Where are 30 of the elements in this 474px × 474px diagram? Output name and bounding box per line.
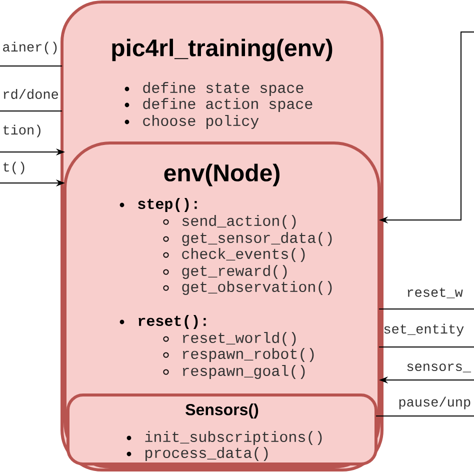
list-item: get_sensor_data(): [163, 232, 332, 246]
box-title: env(Node): [164, 164, 280, 186]
list-item: respawn_robot(): [163, 348, 314, 362]
edge-label: pause/unp: [399, 396, 470, 410]
list-item: check_events(): [163, 248, 305, 262]
edge-label: rd/done: [4, 89, 58, 99]
class-box: [66, 394, 378, 466]
edge-label: sensors_: [407, 364, 472, 372]
box-title: Sensors(): [186, 404, 258, 418]
list-item: init_subscriptions(): [126, 431, 322, 445]
list-item: send_action(): [163, 215, 296, 229]
list-item: define action space: [124, 98, 312, 112]
connector-line: [378, 346, 474, 348]
box-title: pic4rl_training(env): [112, 38, 332, 62]
list-item: reset_world(): [163, 332, 296, 346]
list-item: reset():: [120, 315, 206, 329]
list-item: choose policy: [124, 115, 259, 129]
edge-label: ainer(): [3, 42, 57, 54]
edge-label: set_entity: [384, 324, 464, 336]
connector-line: [0, 110, 62, 112]
list-item: get_observation(): [163, 281, 332, 295]
edge-label: tion): [3, 124, 40, 138]
edge-label: t(): [3, 162, 24, 174]
list-item: respawn_goal(): [163, 365, 305, 379]
list-item: get_reward(): [163, 265, 287, 279]
connector-line: [378, 308, 474, 310]
list-item: define state space: [124, 82, 304, 96]
edge-label: reset_w: [408, 288, 463, 298]
list-item: process_data(): [126, 447, 268, 461]
list-item: step():: [120, 198, 197, 212]
